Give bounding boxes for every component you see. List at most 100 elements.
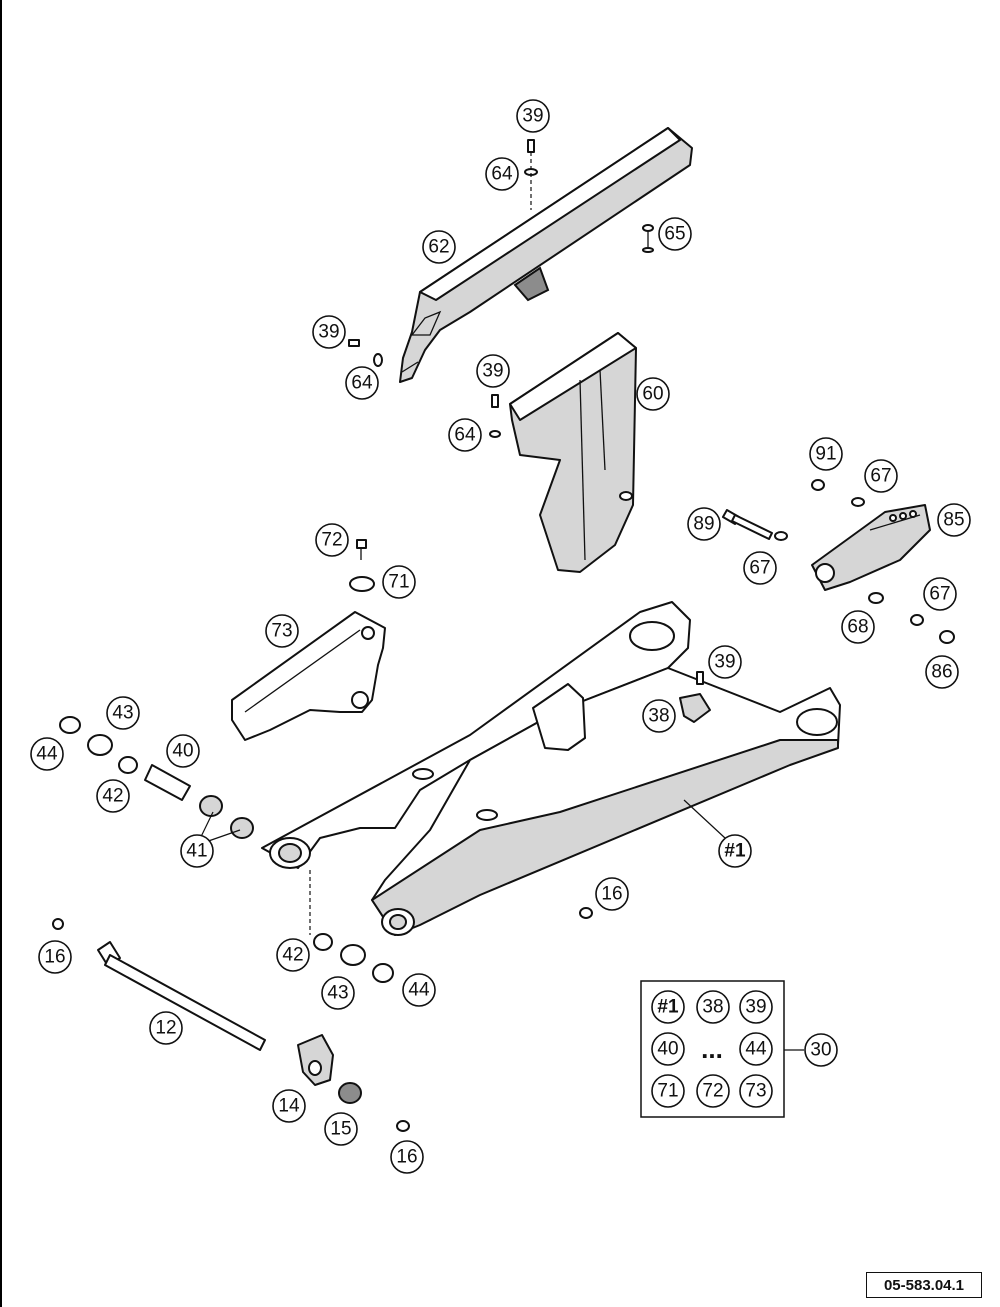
- callout-label: 42: [282, 945, 303, 966]
- callout: 85: [937, 503, 971, 537]
- callout-label: 15: [330, 1119, 351, 1140]
- kit-item: 72: [696, 1074, 730, 1108]
- callout: 86: [925, 655, 959, 689]
- callout: 60: [636, 377, 670, 411]
- callout-ring: [96, 779, 130, 813]
- callout-label: 44: [408, 980, 430, 1001]
- callout-ring: [718, 834, 752, 868]
- callout: 39: [708, 645, 742, 679]
- washer-67-top: [851, 497, 865, 507]
- callout-label: 67: [749, 558, 770, 579]
- kit-item-label: 72: [702, 1081, 723, 1102]
- callout-ring: [937, 503, 971, 537]
- callout: 68: [841, 610, 875, 644]
- swingarm: [261, 601, 841, 936]
- chain-adjuster-plate: [297, 1034, 334, 1086]
- callout-label: 62: [428, 237, 449, 258]
- callout-label: 86: [931, 662, 952, 683]
- washer-68: [868, 592, 884, 604]
- callout-ring: [687, 507, 721, 541]
- washer-67-bottom: [910, 614, 924, 626]
- bolt-89: [721, 509, 788, 541]
- callout-label: 30: [810, 1040, 831, 1061]
- kit-item: 73: [739, 1074, 773, 1108]
- callout-ring: [804, 1033, 838, 1067]
- pivot-nut: [338, 1082, 362, 1104]
- callout-ring: [106, 696, 140, 730]
- callout-ring: [312, 315, 346, 349]
- callout-label: 65: [664, 224, 685, 245]
- callout: 64: [448, 418, 482, 452]
- callout-label: 67: [929, 584, 950, 605]
- pivot-stack-right: [309, 870, 394, 983]
- callout-label: 85: [943, 510, 964, 531]
- callout: 42: [96, 779, 130, 813]
- callout-ring: [923, 577, 957, 611]
- kit-item-label: 38: [702, 997, 723, 1018]
- callout-ring: [390, 1140, 424, 1174]
- fastener-65: [642, 224, 654, 253]
- callout-label: 12: [155, 1018, 176, 1039]
- callout-ring: [516, 99, 550, 133]
- callout-label: 64: [351, 373, 373, 394]
- callout-ring: [30, 737, 64, 771]
- callout: 41: [180, 834, 214, 868]
- screw-72: [356, 539, 367, 560]
- screw-39-top: [524, 139, 538, 210]
- kit-item: 71: [651, 1074, 685, 1108]
- callout: 43: [321, 976, 355, 1010]
- callout-label: 39: [318, 322, 339, 343]
- callout: 39: [476, 354, 510, 388]
- cap-71: [349, 576, 375, 592]
- callout: #1: [718, 834, 752, 868]
- callout: 67: [864, 459, 898, 493]
- callout-label: 16: [601, 884, 622, 905]
- callout-ring: [345, 366, 379, 400]
- callout-ring: [180, 834, 214, 868]
- callout-label: 43: [112, 703, 133, 724]
- page-border-left: [0, 0, 2, 1307]
- reference-code: 05-583.04.1: [866, 1272, 982, 1298]
- kit-item-label: #1: [657, 997, 679, 1018]
- nut-86: [939, 630, 955, 644]
- callout-label: #1: [724, 841, 746, 862]
- plug-16-a: [52, 918, 64, 930]
- plug-16-b: [579, 907, 593, 919]
- bracket-38: [679, 693, 711, 723]
- callout: 64: [485, 157, 519, 191]
- callout-ring: [166, 734, 200, 768]
- callout-label: 38: [648, 706, 669, 727]
- callout-label: 67: [870, 466, 891, 487]
- callout: 91: [809, 437, 843, 471]
- callout: 71: [382, 565, 416, 599]
- callout-label: 40: [172, 741, 193, 762]
- kit-item-label: 40: [657, 1039, 678, 1060]
- callout: 62: [422, 230, 456, 264]
- screw-39-right: [696, 671, 704, 685]
- callout-ring: [636, 377, 670, 411]
- callout-ring: [265, 614, 299, 648]
- callout-ring: [422, 230, 456, 264]
- kit-item: 38: [696, 990, 730, 1024]
- callout-ring: [476, 354, 510, 388]
- callout: 15: [324, 1112, 358, 1146]
- callout-ring: [276, 938, 310, 972]
- callout-ring: [324, 1112, 358, 1146]
- callout-label: 39: [482, 361, 503, 382]
- callout-ring: [743, 551, 777, 585]
- callout-ring: [485, 157, 519, 191]
- callout-label: 39: [522, 106, 543, 127]
- callout-ring: [642, 699, 676, 733]
- callout-label: 16: [396, 1147, 417, 1168]
- callout-label: 89: [693, 514, 714, 535]
- callout: 44: [30, 737, 64, 771]
- callout: 67: [923, 577, 957, 611]
- pivot-stack-left: [59, 716, 254, 839]
- callout-ring: [38, 940, 72, 974]
- kit-item: #1: [651, 990, 685, 1024]
- chain-slider: [811, 504, 931, 591]
- callout-ring: [382, 565, 416, 599]
- kit-item-label: 39: [745, 997, 766, 1018]
- callout-label: 64: [491, 164, 513, 185]
